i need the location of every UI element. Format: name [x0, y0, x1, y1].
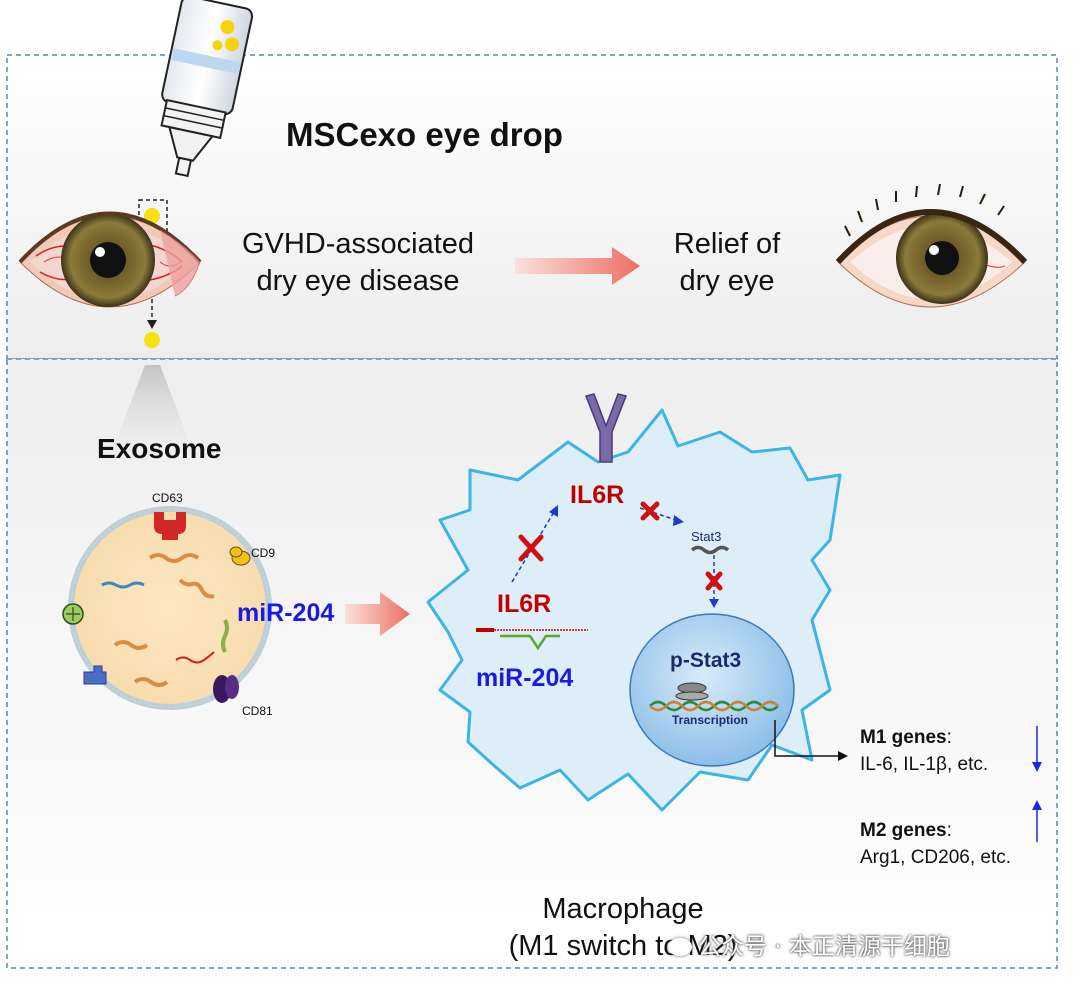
m2-genes-colon: :: [946, 820, 952, 841]
left-condition-label: GVHD-associated dry eye disease: [224, 226, 492, 300]
stat3-protein-icon: [690, 545, 730, 555]
left-condition-line2: dry eye disease: [256, 265, 460, 297]
falling-drop-icon: [144, 332, 160, 348]
m1-genes-block: M1 genes: IL-6, IL-1β, etc.: [860, 724, 988, 778]
mirna-label: miR-204: [476, 664, 574, 692]
macrophage-caption-line1: Macrophage: [542, 893, 704, 925]
m2-genes-label: M2 genes: [860, 820, 947, 841]
nucleus: [629, 613, 795, 767]
receptor-label: IL6R: [570, 481, 625, 509]
relief-arrow: [515, 247, 640, 285]
m1-genes-colon: :: [946, 727, 952, 748]
dna-icon: [649, 682, 779, 712]
m2-genes-list: Arg1, CD206, etc.: [860, 847, 1012, 868]
eye-drop-bottle-icon: [160, 0, 254, 178]
gene-output-arrow: [774, 720, 840, 757]
exosome-cargo-label: miR-204: [237, 599, 335, 627]
membrane-protein-bottom-icon: [83, 665, 107, 685]
left-condition-line1: GVHD-associated: [241, 228, 475, 260]
stat3-label: Stat3: [691, 529, 722, 544]
dry-eye-red-icon: [18, 211, 202, 308]
cd63-protein-icon: [154, 512, 186, 540]
m1-genes-list: IL-6, IL-1β, etc.: [860, 754, 989, 775]
drop-beam: [105, 365, 200, 470]
watermark-text: 公众号 · 本正清源干细胞: [698, 934, 950, 960]
mrna-target-label: IL6R: [497, 590, 552, 618]
right-outcome-line2: dry eye: [679, 265, 775, 297]
block-cross-icons: [518, 501, 723, 591]
exosome-title: Exosome: [97, 433, 222, 464]
marker-cd9: CD9: [251, 546, 276, 560]
cd9-protein-icon: [229, 546, 251, 566]
right-outcome-label: Relief of dry eye: [652, 226, 802, 300]
healthy-eye-icon: [835, 183, 1028, 308]
exosome-icon: [68, 506, 272, 710]
cd81-protein-icon: [213, 675, 239, 703]
marker-cd63: CD63: [152, 491, 183, 505]
top-title: MSCexo eye drop: [286, 116, 563, 153]
m2-genes-block: M2 genes: Arg1, CD206, etc.: [860, 817, 1011, 871]
m1-genes-heading: M1 genes:: [860, 724, 988, 751]
transcription-label: Transcription: [672, 713, 749, 727]
macrophage-caption-line2: (M1 switch to M2): [508, 930, 738, 962]
m1-genes-label: M1 genes: [860, 727, 947, 748]
m2-genes-heading: M2 genes:: [860, 817, 1011, 844]
mirna-strand: [500, 634, 560, 651]
exosome-uptake-arrow: [345, 592, 410, 636]
il6r-receptor-icon: [584, 393, 628, 463]
macrophage-caption: Macrophage (M1 switch to M2): [468, 891, 778, 965]
right-outcome-line1: Relief of: [673, 228, 781, 260]
watermark-logo-icon: [668, 938, 692, 956]
membrane-protein-left-icon: [62, 603, 84, 625]
marker-cd81: CD81: [242, 704, 273, 718]
watermark: 公众号 · 本正清源干细胞: [668, 927, 950, 961]
pstat3-label: p-Stat3: [670, 649, 742, 672]
